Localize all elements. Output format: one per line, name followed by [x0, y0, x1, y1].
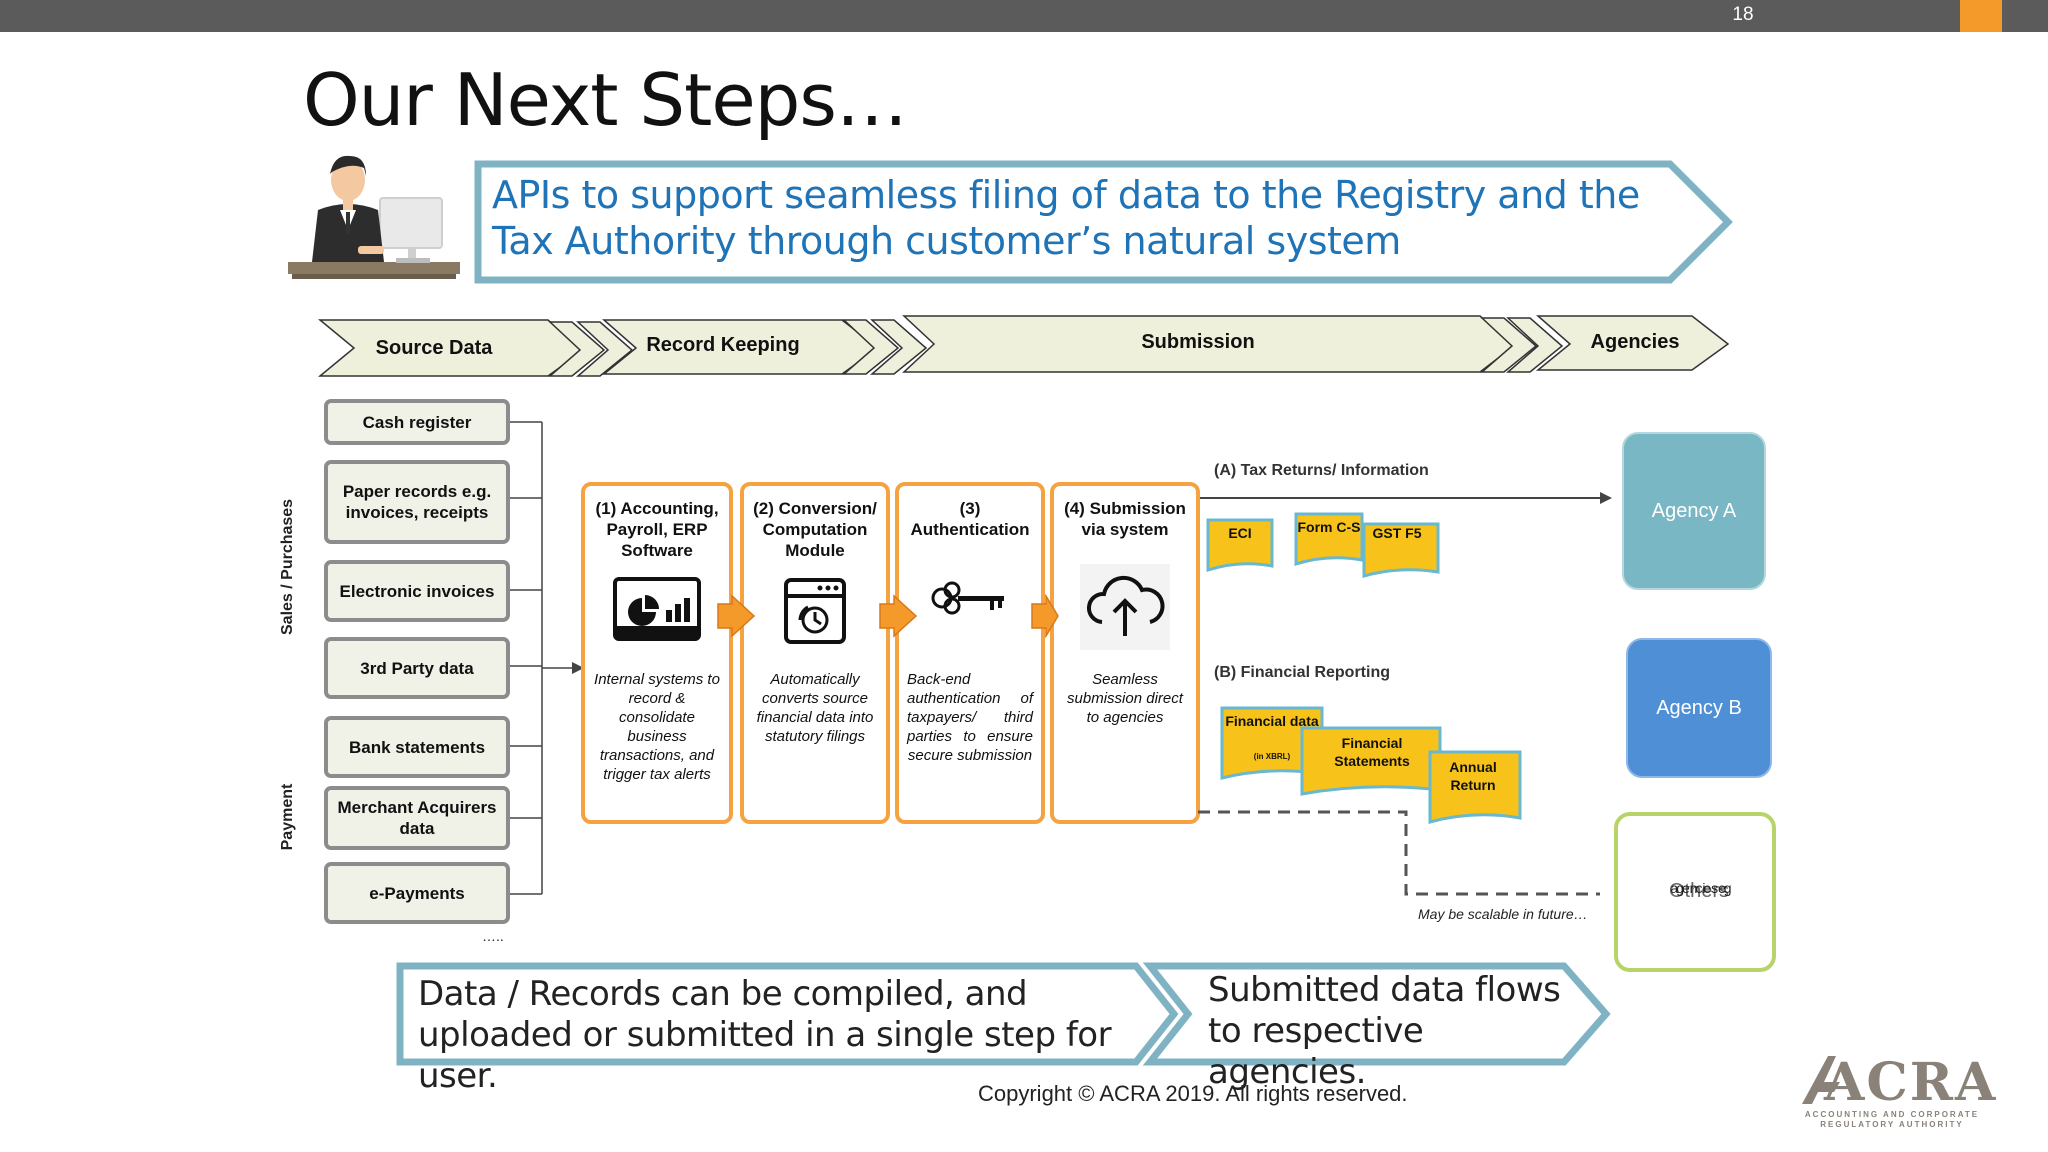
orange-tab	[1960, 0, 2002, 32]
process-flow-arrows	[717, 594, 1059, 638]
stage-source-data: Source Data	[375, 337, 493, 359]
process-accounting-software: (1) Accounting, Payroll, ERP Software In…	[581, 482, 733, 824]
banner-text: APIs to support seamless filing of data …	[492, 173, 1640, 263]
doc-financial-data: Financial data	[1225, 713, 1319, 729]
doc-annual-return: Annual Return	[1449, 759, 1497, 793]
source-more-ellipsis: …..	[482, 928, 504, 944]
sales-purchases-label: Sales / Purchases	[279, 498, 296, 635]
process-authentication: (3) Authentication Back-end authenticati…	[895, 482, 1045, 824]
process-conversion-module: (2) Conversion/ Computation Module Autom…	[740, 482, 890, 824]
top-bar	[0, 0, 2048, 32]
payment-label: Payment	[279, 783, 296, 851]
bottom-right-text: Submitted data flows to respective agenc…	[1208, 970, 1561, 1092]
acra-logo-sub1: Accounting and Corporate	[1804, 1110, 1980, 1119]
page-number: 18	[1732, 4, 1754, 25]
agency-others-label: Others	[1668, 880, 1730, 902]
agency-b: Agency B	[1626, 638, 1772, 778]
source-electronic-invoices: Electronic invoices	[324, 560, 510, 622]
page-title: Our Next Steps…	[303, 58, 908, 142]
source-bank-statements: Bank statements	[324, 716, 510, 778]
cloud-upload-icon	[1080, 564, 1170, 650]
tax-documents	[1206, 512, 1440, 578]
process-description: Back-end authentication of taxpayers/ th…	[907, 671, 1033, 764]
doc-financial-statements: Financial Statements	[1334, 735, 1410, 769]
doc-gst-f5: GST F5	[1372, 525, 1422, 541]
agency-others: Others age nc ie s eg	[1614, 812, 1776, 972]
agency-a: Agency A	[1622, 432, 1766, 590]
process-title: (2) Conversion/ Computation Module	[753, 499, 877, 560]
stage-record-keeping: Record Keeping	[646, 334, 800, 356]
source-merchant-acquirers: Merchant Acquirers data	[324, 786, 510, 850]
key-icon	[931, 581, 1004, 615]
source-cash-register: Cash register	[324, 399, 510, 445]
tax-returns-arrow	[1200, 492, 1612, 504]
banner-chevron	[474, 160, 1733, 284]
acra-logo: ACRA Accounting and Corporate Regulatory…	[1784, 1048, 2000, 1129]
process-title: (4) Submission via system	[1064, 499, 1186, 539]
doc-xbrl-note: (in XBRL)	[1253, 752, 1291, 761]
source-paper-records: Paper records e.g. invoices, receipts	[324, 460, 510, 544]
acra-logo-mark	[1802, 1056, 1840, 1104]
source-e-payments: e-Payments	[324, 862, 510, 924]
process-description: Automatically converts source financial …	[756, 671, 874, 745]
process-title: (1) Accounting, Payroll, ERP Software	[595, 499, 719, 560]
process-title: (3) Authentication	[910, 499, 1030, 539]
computation-window-icon	[784, 578, 846, 644]
acra-logo-sub2: Regulatory Authority	[1820, 1120, 1964, 1129]
agency-others-overlay: age nc ie s eg	[1670, 880, 1731, 896]
person-at-desk-icon	[288, 155, 460, 279]
acra-logo-text: ACRA	[1824, 1052, 1998, 1113]
tax-returns-label: (A) Tax Returns/ Information	[1214, 462, 1429, 479]
process-description: Internal systems to record & consolidate…	[594, 671, 720, 783]
doc-form-cs: Form C-S	[1297, 519, 1361, 535]
financial-documents	[1220, 706, 1522, 824]
copyright: Copyright © ACRA 2019. All rights reserv…	[978, 1081, 1408, 1106]
doc-eci: ECI	[1228, 525, 1252, 541]
bottom-chevrons	[396, 962, 1611, 1066]
source-third-party-data: 3rd Party data	[324, 637, 510, 699]
process-submission-system: (4) Submission via system Seamless submi…	[1050, 482, 1200, 824]
dashboard-icon	[613, 577, 701, 641]
process-description: Seamless submission direct to agencies	[1067, 671, 1183, 726]
stage-chevrons	[317, 315, 1730, 377]
source-connector-lines	[510, 421, 584, 895]
stage-agencies: Agencies	[1590, 331, 1680, 353]
scalable-note: May be scalable in future…	[1418, 906, 1588, 922]
bottom-left-text: Data / Records can be compiled, and uplo…	[418, 974, 1112, 1096]
future-scalability-dashed-line	[1198, 810, 1600, 896]
stage-submission: Submission	[1141, 331, 1255, 353]
financial-reporting-label: (B) Financial Reporting	[1214, 664, 1390, 681]
